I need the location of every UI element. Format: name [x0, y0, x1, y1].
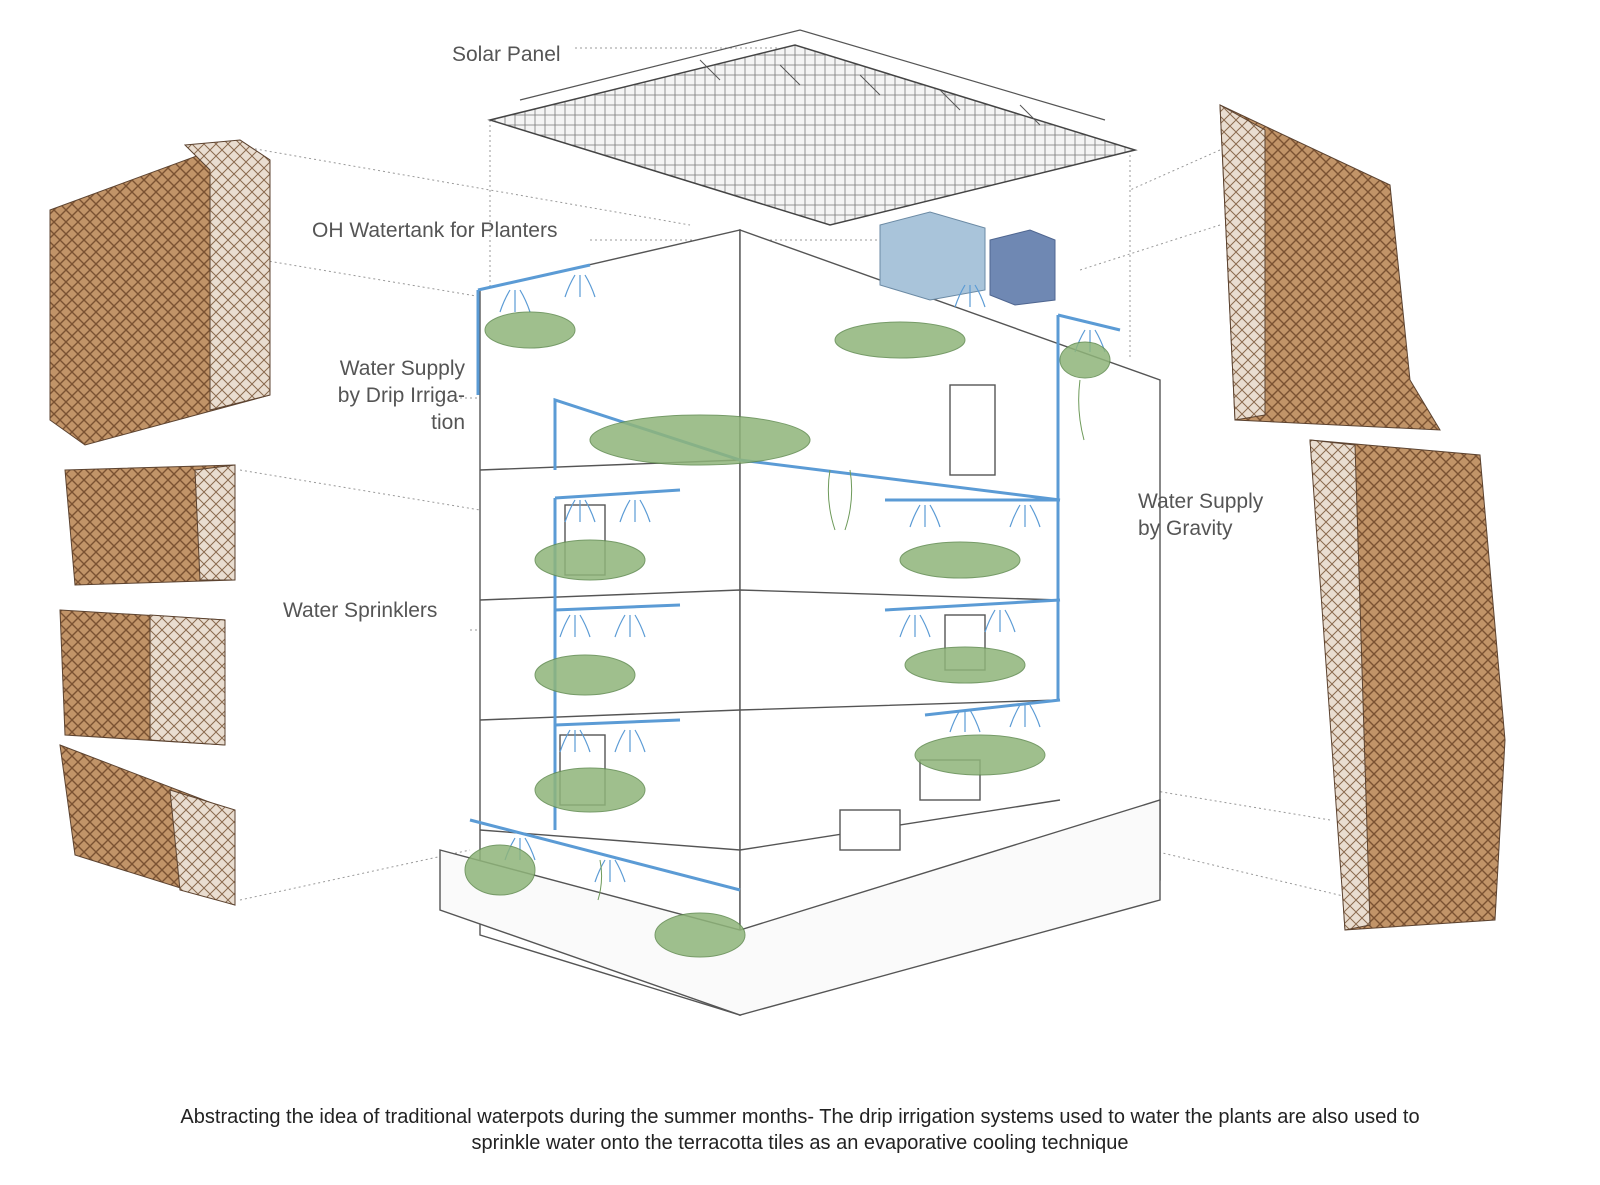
gravity-supply-label-line1: Water Supply — [1138, 490, 1264, 513]
terracotta-panel-right-top — [1219, 104, 1441, 431]
terracotta-panel-left-4 — [59, 744, 236, 906]
planters-greenery — [464, 311, 1111, 958]
water-sprinklers-label: Water Sprinklers — [283, 599, 438, 622]
caption-line2: sprinkle water onto the terracotta tiles… — [471, 1132, 1129, 1154]
gravity-supply-label-line2: by Gravity — [1138, 517, 1233, 540]
hanging-vines — [597, 379, 1085, 901]
gravity-supply-label: Water Supply by Gravity — [1138, 488, 1263, 542]
caption-line1: Abstracting the idea of traditional wate… — [180, 1106, 1420, 1128]
drip-irrigation-label-line1: Water Supply — [339, 357, 465, 380]
overhead-water-tanks — [879, 211, 1056, 306]
diagram-caption: Abstracting the idea of traditional wate… — [0, 1104, 1600, 1156]
oh-watertank-label: OH Watertank for Planters — [312, 219, 558, 242]
drip-irrigation-label: Water Supply by Drip Irriga- tion — [290, 355, 465, 436]
building-body — [439, 229, 1161, 1016]
drip-irrigation-label-line2: by Drip Irriga- — [337, 384, 465, 407]
drip-irrigation-label-line3: tion — [431, 411, 465, 434]
terracotta-panel-left-2 — [64, 464, 236, 586]
terracotta-panel-right-bottom — [1309, 439, 1506, 931]
solar-panel-label: Solar Panel — [452, 43, 561, 66]
terracotta-panel-left-3 — [59, 609, 226, 746]
terracotta-panel-left-top — [49, 139, 271, 446]
solar-panel-roof — [487, 29, 1138, 226]
